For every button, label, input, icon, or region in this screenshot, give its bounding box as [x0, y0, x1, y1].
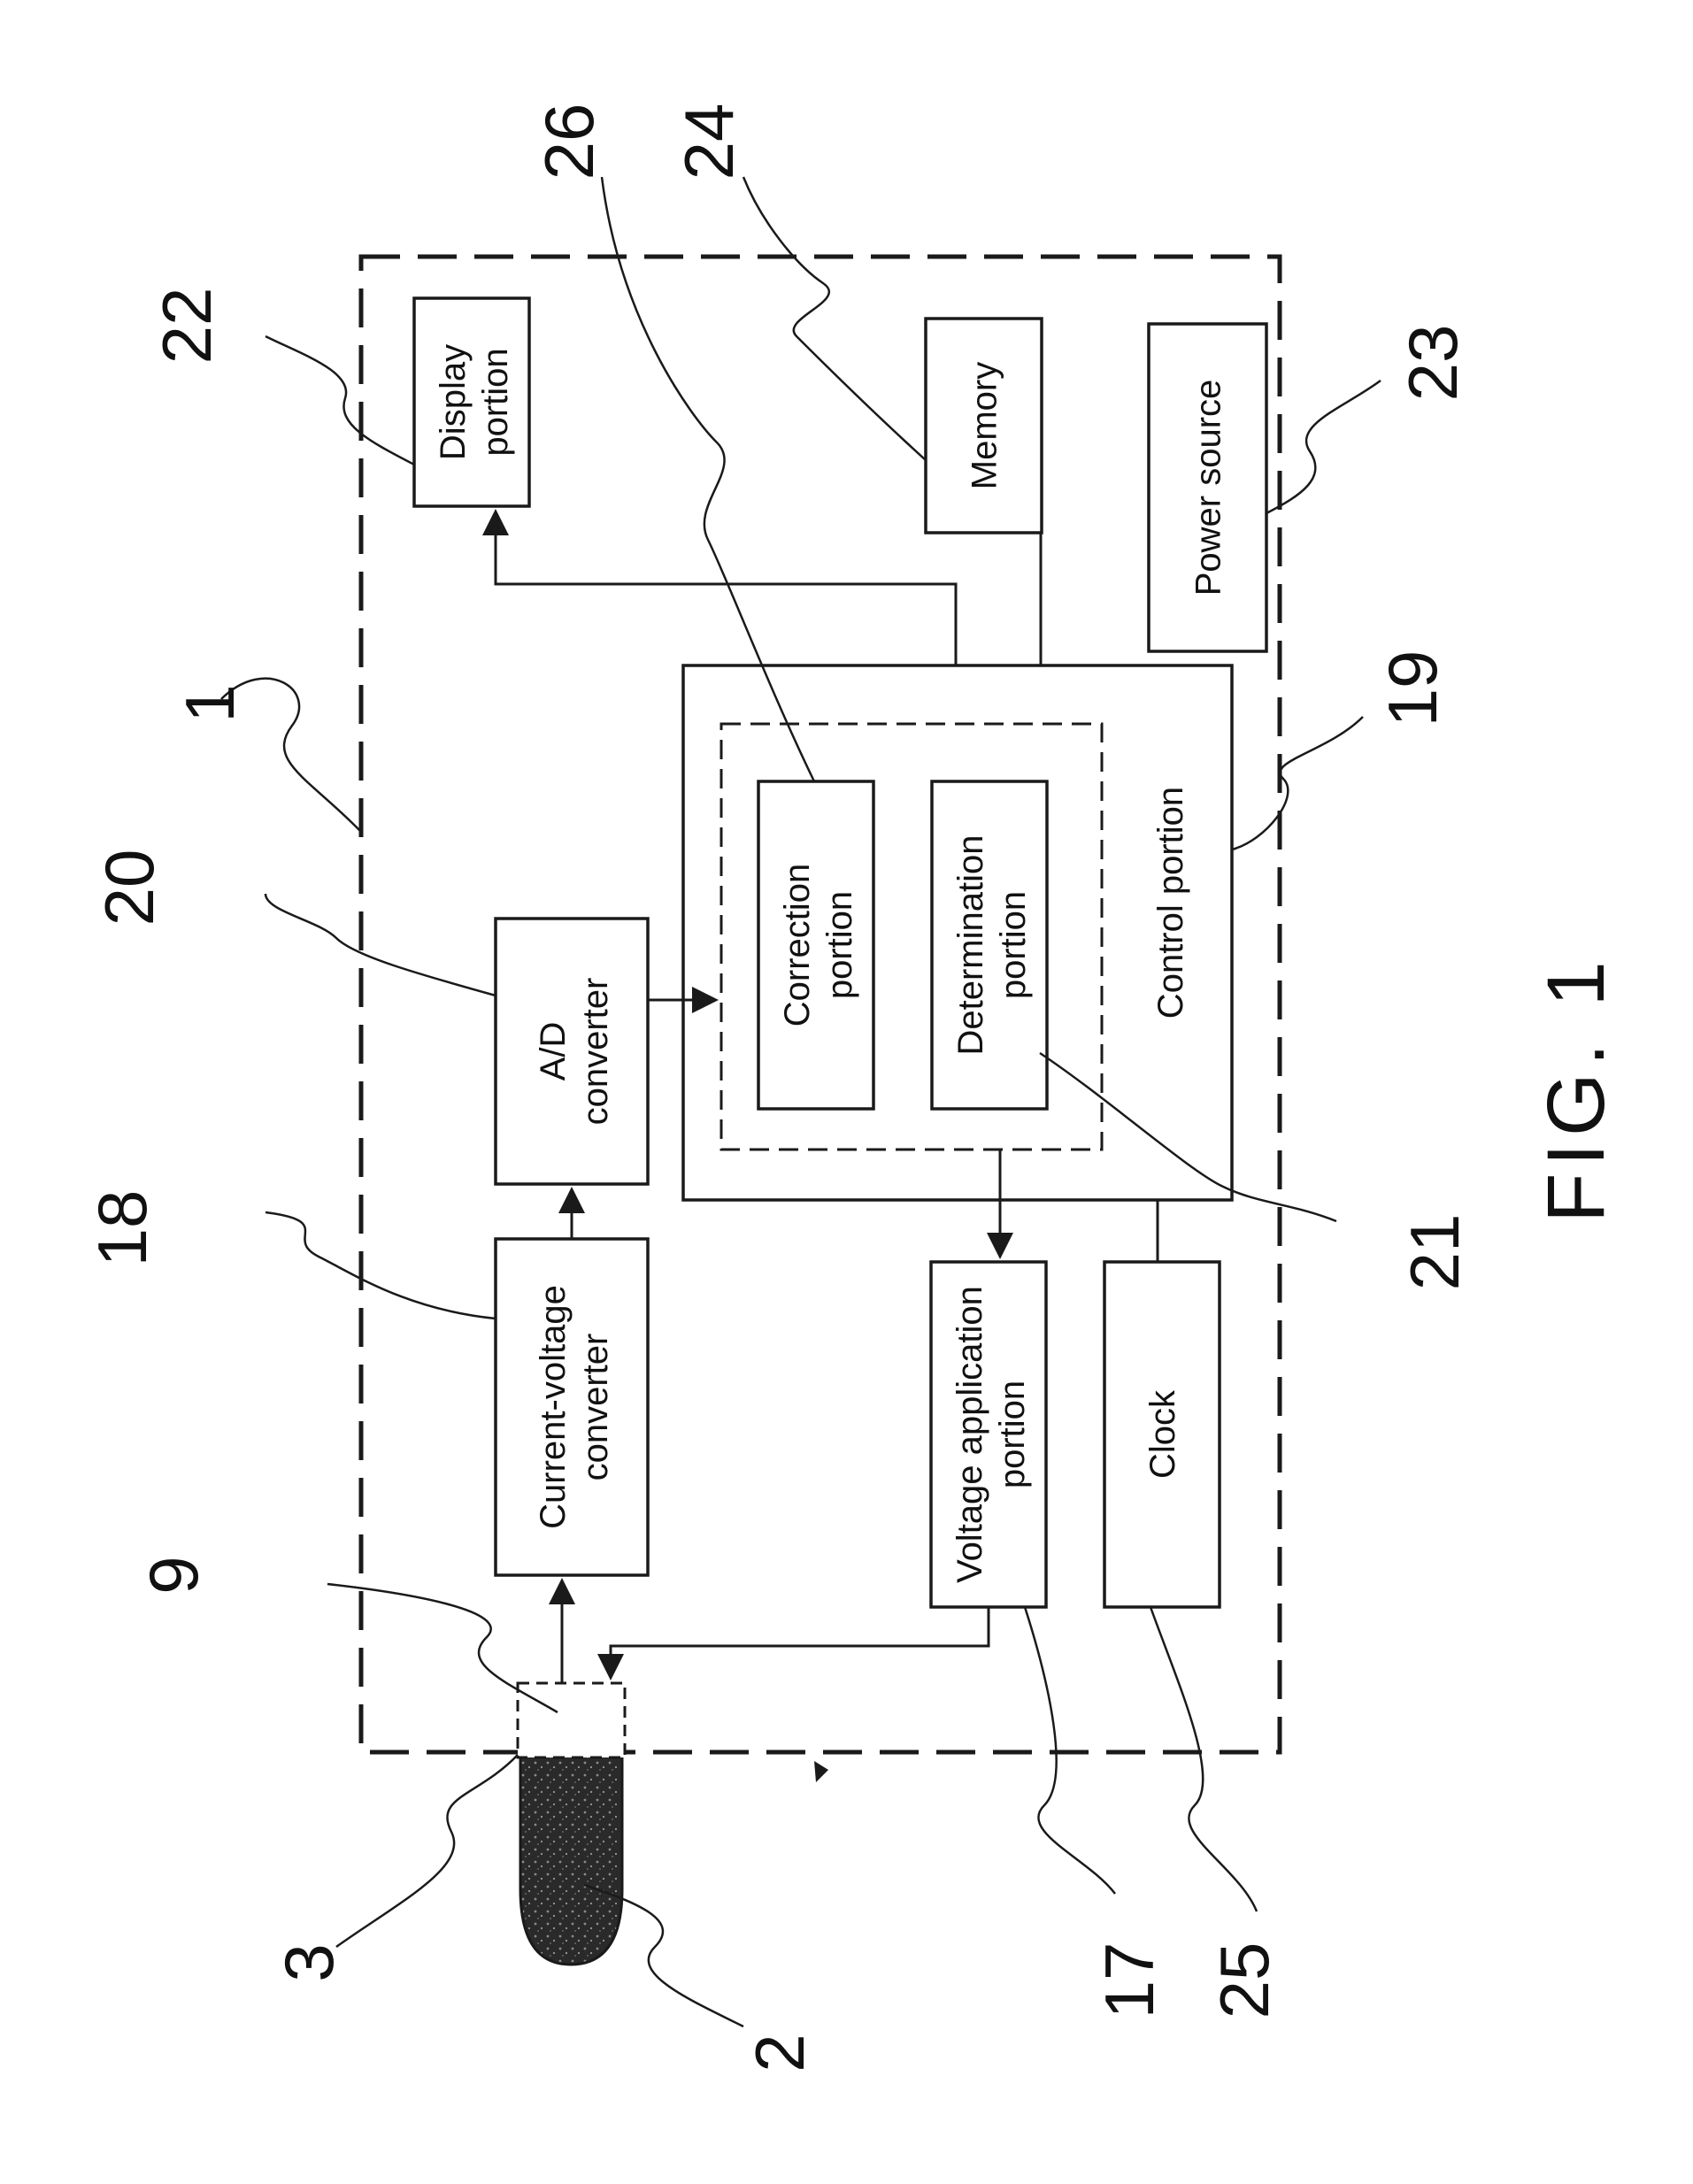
ref-numeral-19: 19 — [1374, 650, 1451, 727]
voltage-application-label-line1: Voltage application — [950, 1286, 989, 1583]
memory-label: Memory — [966, 362, 1004, 489]
leader-3 — [336, 1755, 518, 1947]
ref-numeral-26: 26 — [530, 104, 608, 181]
correction-portion-label-line2: portion — [820, 891, 859, 999]
determination-portion-label-line1: Determination — [951, 834, 990, 1055]
ref-numeral-20: 20 — [90, 850, 168, 927]
ref-numeral-21: 21 — [1396, 1214, 1474, 1291]
figure-label: FIG. 1 — [1531, 954, 1621, 1223]
sensor-strip — [520, 1755, 622, 1965]
voltage-application-to-connector-arrow — [611, 1607, 989, 1678]
current-voltage-converter-label-line2: converter — [576, 1334, 615, 1481]
control-to-display-arrow — [496, 511, 956, 665]
ad-converter-label-line1: A/D — [534, 1022, 573, 1081]
ref-numeral-2: 2 — [741, 2034, 819, 2072]
voltage-application-label-line2: portion — [993, 1380, 1032, 1488]
leader-25 — [1150, 1607, 1257, 1911]
connector-port — [518, 1683, 625, 1757]
current-voltage-converter-label-line1: Current-voltage — [534, 1285, 573, 1529]
ref-numeral-9: 9 — [135, 1556, 212, 1594]
ref-numeral-17: 17 — [1090, 1942, 1168, 2019]
ref-numeral-23: 23 — [1394, 325, 1472, 402]
ref-numeral-25: 25 — [1205, 1942, 1283, 2019]
ref-numeral-18: 18 — [83, 1190, 161, 1267]
ref-numeral-1: 1 — [171, 684, 249, 722]
leader-22 — [265, 336, 414, 465]
control-portion-label: Control portion — [1151, 787, 1190, 1019]
ref-numeral-24: 24 — [670, 104, 748, 181]
power-source-label: Power source — [1189, 380, 1228, 596]
ref-numeral-3: 3 — [270, 1943, 348, 1981]
ref-numeral-22: 22 — [148, 288, 226, 365]
leader-23 — [1266, 381, 1381, 513]
leader-18 — [265, 1212, 496, 1319]
ad-converter-label-line2: converter — [576, 978, 615, 1126]
clock-label: Clock — [1143, 1389, 1182, 1479]
leader-24 — [743, 177, 926, 460]
leader-19 — [1232, 717, 1363, 850]
leader-20 — [265, 894, 496, 996]
display-portion-label-line1: Display — [434, 344, 473, 460]
correction-portion-label-line1: Correction — [778, 864, 817, 1027]
display-portion-label-line2: portion — [476, 348, 515, 456]
determination-portion-label-line2: portion — [994, 891, 1033, 999]
housing-notch-mark — [814, 1761, 828, 1782]
